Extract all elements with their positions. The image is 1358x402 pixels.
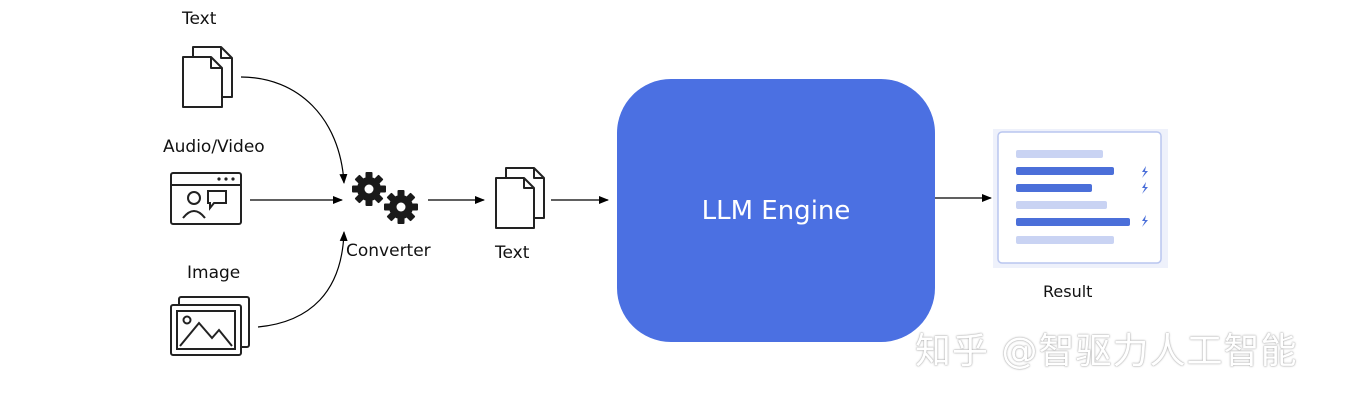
watermark: 知乎 @智驱力人工智能 — [915, 331, 1298, 372]
image-input-label: Image — [187, 263, 241, 283]
result-line — [1016, 218, 1130, 226]
lightning-icon — [1142, 166, 1148, 178]
intermediate-documents-icon — [495, 167, 545, 229]
llm-engine-box: LLM Engine — [617, 79, 935, 342]
llm-engine-label: LLM Engine — [701, 195, 851, 226]
image-gallery-icon — [170, 296, 250, 356]
converter-label: Converter — [346, 241, 431, 261]
result-line — [1016, 201, 1107, 209]
video-call-icon — [170, 172, 242, 225]
result-line — [1016, 184, 1092, 192]
result-line — [1016, 236, 1114, 244]
lightning-icon — [1142, 182, 1148, 194]
result-label: Result — [1043, 282, 1093, 301]
result-line — [1016, 167, 1114, 175]
lightning-icon — [1142, 215, 1148, 227]
result-card — [993, 129, 1168, 268]
intermediate-text-label: Text — [495, 243, 530, 263]
gears-icon — [352, 172, 418, 224]
connector-image-to-converter — [257, 231, 348, 328]
result-line — [1016, 150, 1103, 158]
connector-text-to-converter — [240, 76, 348, 184]
audio-video-input-label: Audio/Video — [163, 137, 265, 157]
text-documents-icon — [182, 46, 233, 108]
text-input-label: Text — [182, 9, 217, 29]
